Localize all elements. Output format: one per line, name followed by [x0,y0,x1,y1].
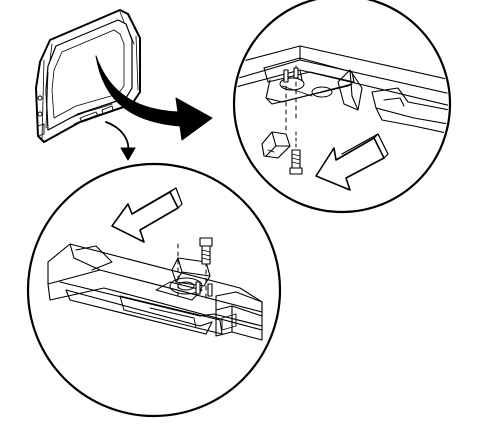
window-frame-overview [35,9,141,143]
callout-arrow-lower [105,121,136,161]
detail-circle-lower [26,162,282,418]
block-arrow-icon [111,191,179,243]
callout-arrow-upper [95,55,213,141]
curved-arrow-icon [120,147,136,161]
detail-circle-upper [232,0,452,214]
curved-arrow-icon [95,55,213,141]
direction-arrow-lower [111,187,183,243]
block-arrow-icon [315,137,385,191]
direction-arrow-upper [315,133,389,191]
